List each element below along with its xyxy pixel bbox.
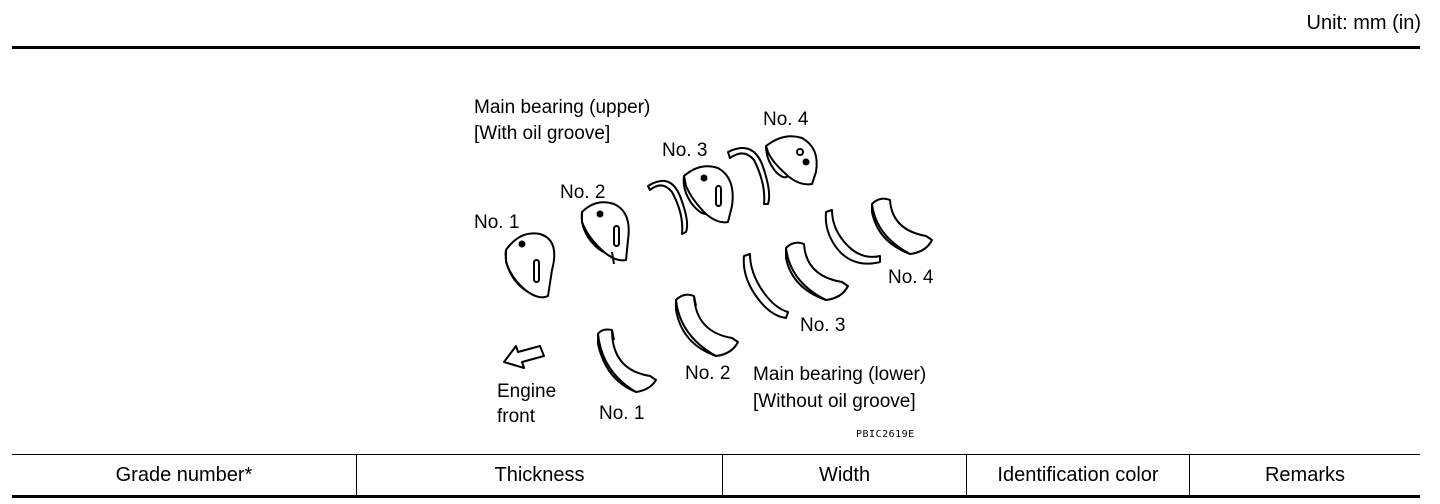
thrust-washer-lower-a bbox=[742, 253, 789, 319]
col-width: Width bbox=[722, 454, 967, 498]
upper-bearing-subtitle: [With oil groove] bbox=[474, 123, 611, 144]
lower-bearing-no2 bbox=[675, 293, 739, 357]
top-rule bbox=[12, 46, 1420, 49]
engine-front-label-line1: Engine bbox=[497, 381, 557, 402]
col-identification-color: Identification color bbox=[966, 454, 1190, 498]
table-header-row: Grade number* Thickness Width Identifica… bbox=[12, 454, 1420, 498]
bearing-figure: Main bearing (upper) [With oil groove] N… bbox=[474, 97, 934, 440]
upper-bearing-no3 bbox=[682, 165, 734, 224]
upper-label-no4: No. 4 bbox=[763, 109, 809, 130]
upper-bearing-no1 bbox=[504, 232, 556, 299]
lower-label-no2: No. 2 bbox=[685, 363, 731, 384]
col-grade-number: Grade number* bbox=[12, 454, 357, 498]
col-thickness: Thickness bbox=[356, 454, 723, 498]
bearing-grade-table: Grade number* Thickness Width Identifica… bbox=[12, 454, 1420, 498]
lower-label-no3: No. 3 bbox=[800, 315, 846, 336]
upper-bearing-no2 bbox=[580, 201, 630, 265]
unit-label: Unit: mm (in) bbox=[1306, 12, 1421, 34]
thrust-washer-upper-a bbox=[647, 179, 689, 235]
figure-code: PBIC2619E bbox=[856, 429, 915, 440]
lower-bearing-subtitle: [Without oil groove] bbox=[753, 391, 916, 412]
col-remarks: Remarks bbox=[1189, 454, 1420, 498]
upper-label-no2: No. 2 bbox=[560, 182, 606, 203]
lower-bearing-no4 bbox=[871, 197, 933, 255]
engine-front-label-line2: front bbox=[497, 406, 536, 427]
upper-bearing-no4 bbox=[765, 135, 818, 186]
lower-label-no1: No. 1 bbox=[599, 403, 645, 424]
engine-front-arrow-icon bbox=[503, 345, 545, 369]
upper-label-no3: No. 3 bbox=[662, 140, 708, 161]
upper-bearing-title: Main bearing (upper) bbox=[474, 97, 651, 118]
upper-label-no1: No. 1 bbox=[474, 212, 520, 233]
thrust-washer-upper-b bbox=[727, 147, 771, 205]
lower-bearing-no3 bbox=[785, 241, 849, 301]
lower-label-no4: No. 4 bbox=[888, 267, 934, 288]
lower-bearing-no1 bbox=[597, 328, 657, 393]
lower-bearing-title: Main bearing (lower) bbox=[753, 364, 927, 385]
thrust-washer-lower-b bbox=[824, 209, 881, 265]
